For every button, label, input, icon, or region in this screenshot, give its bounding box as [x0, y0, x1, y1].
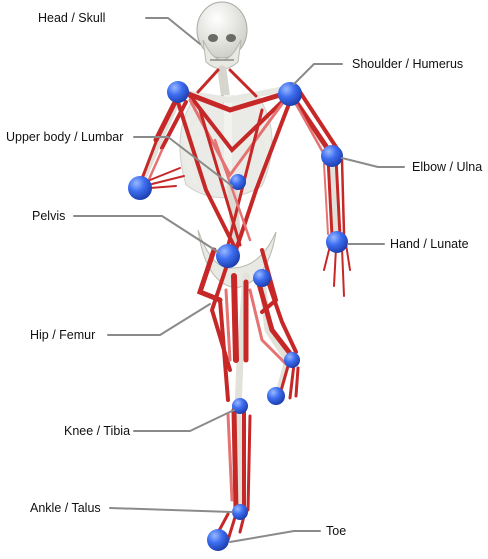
leader-elbow — [342, 158, 404, 167]
marker-hand-left — [128, 176, 152, 200]
label-ankle-talus: Ankle / Talus — [30, 501, 101, 515]
skull — [197, 2, 247, 69]
label-head-skull: Head / Skull — [38, 11, 105, 25]
label-hand-lunate: Hand / Lunate — [390, 237, 469, 251]
label-toe: Toe — [326, 524, 346, 538]
label-upper-body-lumbar: Upper body / Lumbar — [6, 130, 123, 144]
marker-hip-right — [253, 269, 271, 287]
leader-toe — [230, 531, 320, 542]
label-hip-femur: Hip / Femur — [30, 328, 95, 342]
label-pelvis: Pelvis — [32, 209, 65, 223]
leader-head — [146, 18, 200, 44]
marker-hand-right — [326, 231, 348, 253]
leader-pelvis — [74, 216, 218, 252]
leader-ankle — [110, 508, 232, 512]
leader-hip — [108, 304, 210, 335]
marker-shoulder-right — [278, 82, 302, 106]
label-shoulder-humerus: Shoulder / Humerus — [352, 57, 463, 71]
marker-toe — [207, 529, 229, 551]
marker-elbow-right — [321, 145, 343, 167]
marker-ankle — [232, 504, 248, 520]
marker-pelvis — [216, 244, 240, 268]
marker-knee-raised — [284, 352, 300, 368]
marker-shoulder-left — [167, 81, 189, 103]
marker-lumbar — [230, 174, 246, 190]
marker-ankle-raised — [267, 387, 285, 405]
label-knee-tibia: Knee / Tibia — [64, 424, 130, 438]
leader-shoulder — [294, 64, 342, 84]
marker-knee — [232, 398, 248, 414]
label-elbow-ulna: Elbow / Ulna — [412, 160, 482, 174]
leader-knee — [134, 410, 234, 431]
